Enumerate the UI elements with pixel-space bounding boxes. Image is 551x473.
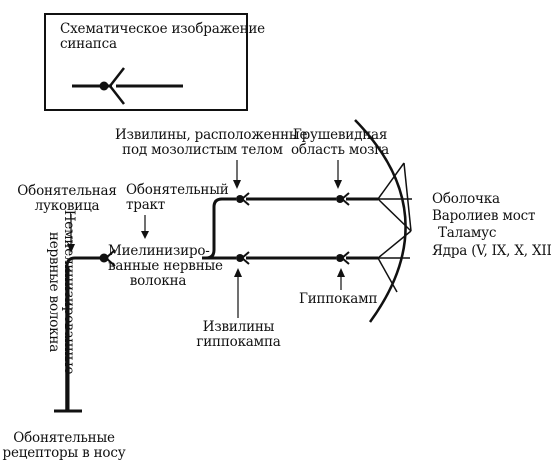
legend-box	[44, 13, 248, 111]
projection-fan	[377, 162, 412, 293]
tract-arrowhead	[141, 231, 149, 239]
hippocampal-gyri-arrowhead	[234, 268, 242, 277]
shell-label: Оболочка	[432, 191, 500, 207]
hippocampus-arrowhead	[337, 268, 345, 277]
legend-title-line-2: синапса	[60, 36, 117, 52]
legend-title-line-1: Схематическое изображение	[60, 21, 265, 37]
olfactory-bulb-label: Обонятельная луковица	[17, 183, 117, 214]
receptors-label: Обонятельные рецепторы в носу	[2, 430, 126, 461]
thalamus-label: Таламус	[438, 225, 497, 241]
synapse-upper-2	[336, 192, 350, 206]
synapse-bulb	[99, 249, 116, 267]
synapse-lower-2	[336, 251, 350, 265]
legend-synapse-symbol	[72, 67, 183, 105]
olfactory-tract-label: Обонятельный тракт	[126, 182, 229, 213]
gyri-corpus-label: Извилины, расположенные под мозолистым т…	[115, 127, 308, 158]
myelinated-fibres-label: Миелинизиро- ванные нервные волокна	[108, 243, 223, 289]
gyri-corpus-arrowhead	[233, 180, 241, 189]
nuclei-label: Ядра (V, IX, X, XII)	[432, 243, 551, 259]
bulb-curve	[65, 256, 100, 267]
piriform-arrowhead	[334, 180, 342, 189]
bulb-arrowhead	[67, 244, 75, 253]
cortex-boundary-arc	[354, 119, 407, 323]
synapse-upper-1	[236, 192, 250, 206]
legend-title: Схематическое изображение синапса	[60, 22, 265, 52]
synapse-lower-1	[236, 251, 250, 265]
hippocampal-gyri-label: Извилины гиппокампа	[196, 319, 281, 350]
piriform-label: Грушевидная область мозга	[290, 127, 390, 158]
hippocampus-label: Гиппокамп	[299, 291, 378, 307]
pons-label: Варолиев мост	[432, 208, 536, 224]
